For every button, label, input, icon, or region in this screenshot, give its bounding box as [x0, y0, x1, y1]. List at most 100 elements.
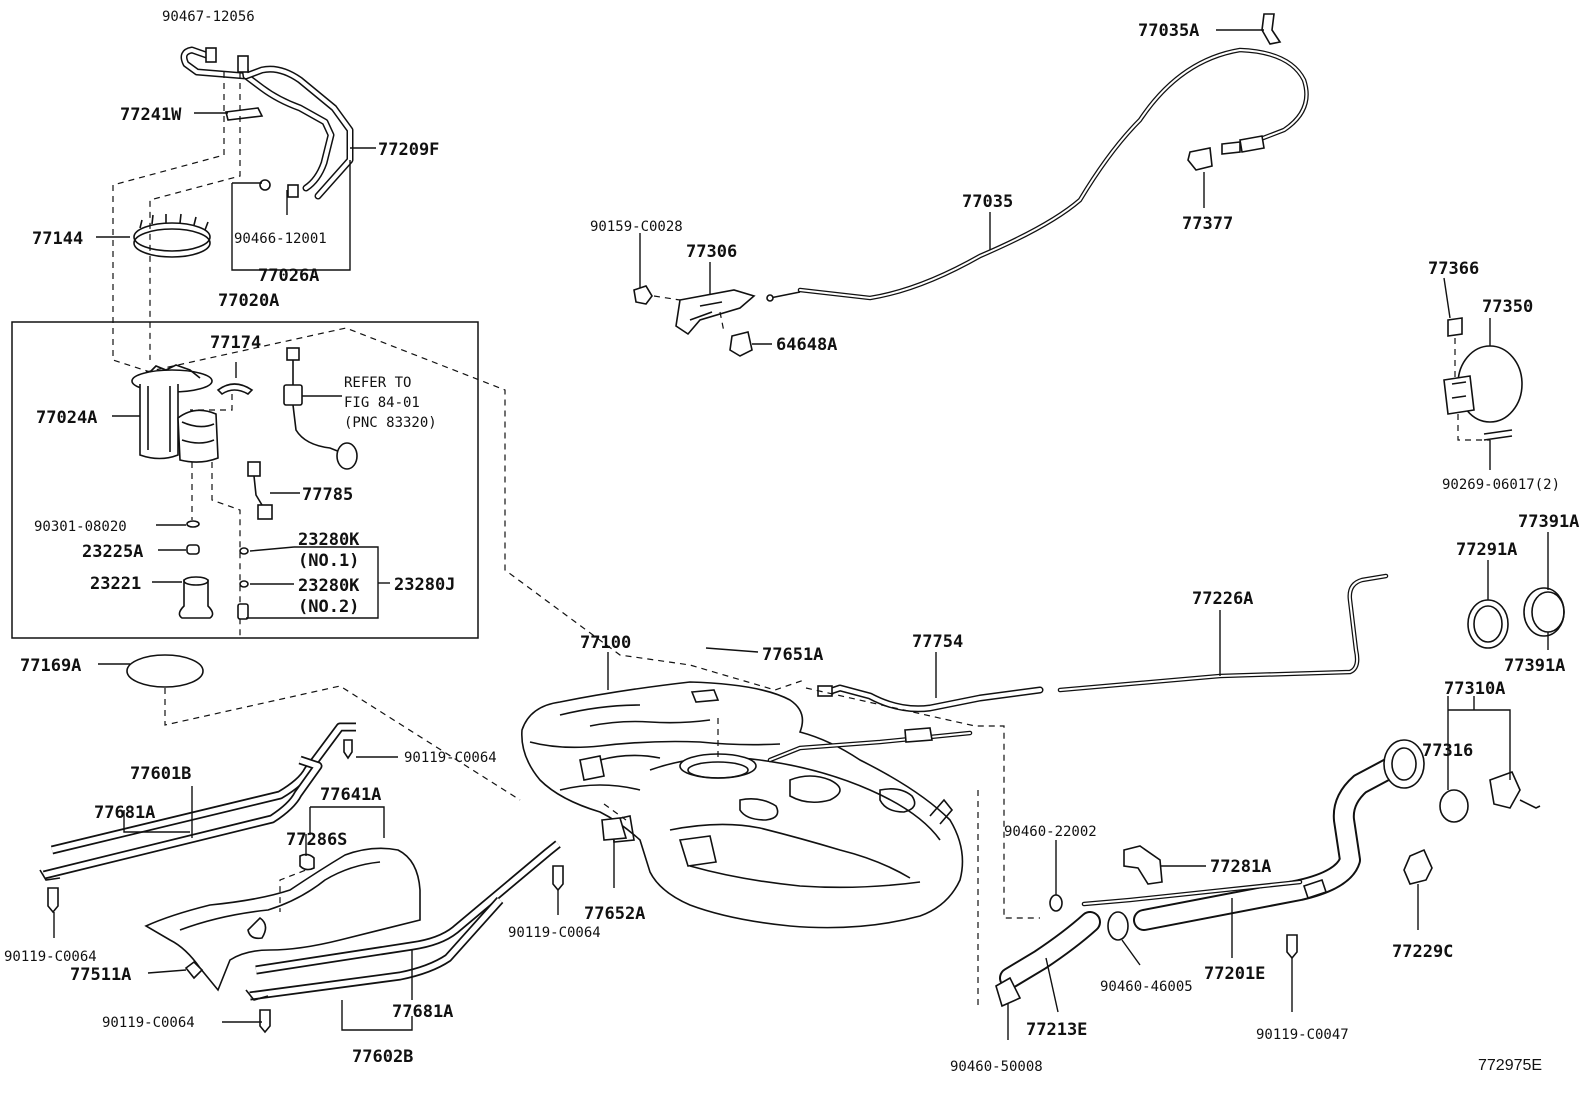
label-90119-C0064-a: 90119-C0064 [404, 750, 497, 766]
fuel-filler-lid [1443, 317, 1523, 441]
label-77785: 77785 [302, 485, 353, 505]
pump-bracket [216, 383, 254, 396]
label-90460-22002: 90460-22002 [1004, 824, 1097, 840]
gasket-no1 [239, 547, 249, 555]
vent-tube [1057, 573, 1389, 693]
pressure-regulator [237, 603, 249, 620]
label-77316: 77316 [1422, 741, 1473, 761]
label-90466-12001: 90466-12001 [234, 231, 327, 247]
label-23280K-no2: 23280K [298, 576, 360, 596]
fuel-tank [521, 681, 964, 929]
gasket-no2 [239, 580, 249, 588]
fuel-tube-assembly [112, 46, 354, 373]
label-refer-fig: FIG 84-01 [344, 395, 420, 411]
label-77310A: 77310A [1444, 679, 1505, 699]
pipe-clip [1403, 848, 1433, 885]
tube-clip-top [205, 47, 217, 63]
breather-clamp [1049, 894, 1063, 912]
fuel-pump-assembly-box [11, 321, 479, 639]
label-90119-C0047: 90119-C0047 [1256, 1027, 1349, 1043]
label-77754: 77754 [912, 632, 963, 652]
filler-pipe [1081, 739, 1425, 931]
label-77286S: 77286S [286, 830, 347, 850]
label-77209F: 77209F [378, 140, 439, 160]
label-77511A: 77511A [70, 965, 131, 985]
label-77377: 77377 [1182, 214, 1233, 234]
label-77291A: 77291A [1456, 540, 1517, 560]
label-90460-50008: 90460-50008 [950, 1059, 1043, 1075]
label-77652A: 77652A [584, 904, 645, 924]
label-77024A: 77024A [36, 408, 97, 428]
label-77602B: 77602B [352, 1047, 413, 1067]
label-77391A-top: 77391A [1518, 512, 1579, 532]
label-23225A: 23225A [82, 542, 143, 562]
label-77144: 77144 [32, 229, 83, 249]
label-refer-to: REFER TO [344, 375, 411, 391]
label-23221: 23221 [90, 574, 141, 594]
label-90159-C0028: 90159-C0028 [590, 219, 683, 235]
insulator-clip [299, 853, 315, 871]
hose-clamp-lower [995, 976, 1022, 1008]
vent-hose [817, 684, 1044, 713]
leader-lines [53, 29, 1549, 1040]
label-77020A: 77020A [218, 291, 279, 311]
tank-pad [601, 817, 628, 841]
label-77681A-bottom: 77681A [392, 1002, 453, 1022]
lid-cable-clamp [1261, 13, 1282, 45]
tank-strap-lower [245, 840, 561, 1001]
tank-label-plate [690, 689, 720, 703]
label-77391A-bottom: 77391A [1504, 656, 1565, 676]
label-refer-pnc: (PNC 83320) [344, 415, 437, 431]
label-77641A: 77641A [320, 785, 381, 805]
label-64648A: 64648A [776, 335, 837, 355]
insulator-grommet [184, 960, 204, 980]
hose-clamp-upper [1107, 911, 1129, 941]
label-90301-08020: 90301-08020 [34, 519, 127, 535]
filler-hose [999, 911, 1101, 989]
label-23280J: 23280J [394, 575, 455, 595]
label-77651A: 77651A [762, 645, 823, 665]
label-77201E: 77201E [1204, 964, 1265, 984]
bolt-icons [47, 739, 1298, 1034]
label-77681A-top: 77681A [94, 803, 155, 823]
fuel-pump [131, 364, 241, 640]
tank-strap-upper [39, 722, 356, 881]
fuel-pump-harness [247, 461, 273, 520]
label-77035: 77035 [962, 192, 1013, 212]
label-77350: 77350 [1482, 297, 1533, 317]
label-77035A: 77035A [1138, 21, 1199, 41]
label-77281A: 77281A [1210, 857, 1271, 877]
pump-gasket [126, 654, 204, 688]
label-77213E: 77213E [1026, 1020, 1087, 1040]
label-77366: 77366 [1428, 259, 1479, 279]
fuel-cap [1439, 770, 1541, 823]
label-23280K-no1: 23280K [298, 530, 360, 550]
label-no2: (NO.2) [298, 597, 359, 617]
label-77026A: 77026A [258, 266, 319, 286]
tube-connector-top [237, 55, 249, 73]
label-90269-06017: 90269-06017(2) [1442, 477, 1560, 493]
label-77601B: 77601B [130, 764, 191, 784]
tube-clamp [225, 107, 264, 121]
tube-clip-right [287, 184, 299, 198]
diagram-code: 772975E [1478, 1057, 1542, 1074]
tube-clip-left [259, 179, 271, 191]
label-no1: (NO.1) [298, 551, 359, 571]
heat-insulator [144, 847, 421, 992]
label-77174: 77174 [210, 333, 261, 353]
sender-gauge [283, 347, 358, 470]
label-90119-C0064-b: 90119-C0064 [4, 949, 97, 965]
opener-lever [675, 289, 756, 336]
filler-rings [1467, 587, 1565, 649]
label-90119-C0064-d: 90119-C0064 [102, 1015, 195, 1031]
pipe-bracket [1123, 845, 1163, 885]
label-90460-46005: 90460-46005 [1100, 979, 1193, 995]
label-77100: 77100 [580, 633, 631, 653]
opener-cover [729, 331, 753, 357]
o-ring [186, 520, 200, 528]
label-77241W: 77241W [120, 105, 182, 125]
label-77229C: 77229C [1392, 942, 1453, 962]
label-90119-C0064-c: 90119-C0064 [508, 925, 601, 941]
washer [186, 544, 200, 555]
